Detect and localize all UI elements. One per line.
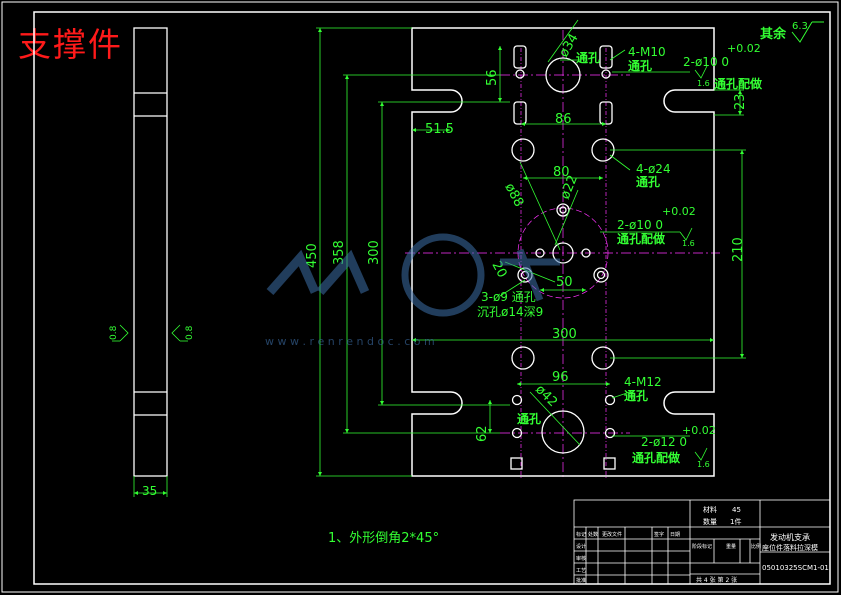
drawing-title: 支撑件 bbox=[18, 25, 123, 64]
tb-part-name-1: 发动机支承 bbox=[770, 532, 810, 542]
tb-part-name-2: 座位件落料拉深模 bbox=[762, 543, 818, 552]
dim-210: 210 bbox=[731, 237, 746, 262]
dim-phi42: ø42 bbox=[532, 382, 560, 410]
callout-m12-sub: 通孔 bbox=[624, 388, 648, 403]
callout-phi9: 3-ø9 通孔 bbox=[481, 290, 536, 304]
callout-phi10-top-sub: 通孔配做 bbox=[714, 76, 763, 91]
tb-col-label-2: 比例 bbox=[751, 543, 761, 550]
callout-phi10-top-ra: 1.6 bbox=[697, 79, 710, 88]
tb-row-label-3: 签字 bbox=[654, 531, 664, 538]
dim-50: 50 bbox=[556, 275, 573, 290]
tb-material-label: 材料 bbox=[703, 505, 717, 514]
callout-thru-left-top: 通孔 bbox=[576, 50, 600, 65]
tb-material-value: 45 bbox=[732, 506, 741, 514]
callout-phi10-top: 2-ø10 0 bbox=[683, 55, 729, 69]
dim-80: 80 bbox=[553, 165, 570, 180]
side-view bbox=[133, 27, 168, 477]
drawing-frame bbox=[33, 11, 831, 585]
roughness-left-icon bbox=[112, 324, 129, 342]
watermark-url: w w w . r e n r e n d o c . c o m bbox=[265, 335, 435, 348]
callout-phi12: 2-ø12 0 bbox=[641, 435, 687, 449]
dim-300-horizontal: 300 bbox=[552, 327, 577, 342]
watermark-logo-icon bbox=[266, 233, 560, 317]
side-view-dimension bbox=[133, 476, 168, 497]
tb-sign-label-0: 设计 bbox=[576, 543, 586, 550]
dim-23: 23 bbox=[733, 93, 748, 110]
tb-row-label-4: 日期 bbox=[670, 532, 680, 538]
dim-300-vertical: 300 bbox=[367, 240, 382, 265]
roughness-right-icon bbox=[171, 324, 188, 342]
tb-sheet: 共 4 张 第 2 张 bbox=[696, 576, 737, 584]
callout-phi12-tol: +0.02 bbox=[682, 424, 716, 437]
callout-phi9-sub: 沉孔ø14深9 bbox=[477, 305, 543, 319]
roughness-callout-icons bbox=[679, 65, 708, 461]
tb-sign-label-2: 工艺 bbox=[576, 568, 586, 574]
dim-56: 56 bbox=[485, 69, 500, 86]
tb-sign-label-1: 审核 bbox=[576, 555, 586, 562]
roughness-right-value: 0.8 bbox=[185, 325, 195, 340]
tb-qty-value: 1件 bbox=[730, 517, 741, 526]
callout-phi12-sub: 通孔配做 bbox=[632, 450, 681, 465]
callout-phi10-mid-tol: +0.02 bbox=[662, 205, 696, 218]
roughness-left-value: 0.8 bbox=[109, 325, 119, 340]
callout-phi24-sub: 通孔 bbox=[636, 174, 660, 189]
dim-450: 450 bbox=[305, 243, 320, 268]
roughness-general-icon bbox=[791, 21, 824, 43]
tb-row-label-2: 更改文件 bbox=[602, 531, 622, 538]
dim-35: 35 bbox=[142, 484, 157, 498]
callout-phi12-ra: 1.6 bbox=[697, 460, 710, 469]
tb-col-label-0: 阶段标记 bbox=[692, 543, 712, 550]
tb-row-label-1: 处数 bbox=[588, 531, 598, 538]
dim-51-5: 51.5 bbox=[425, 122, 454, 137]
callout-phi10-mid: 2-ø10 0 bbox=[617, 218, 663, 232]
dim-phi88: ø88 bbox=[501, 181, 526, 210]
tb-qty-label: 数量 bbox=[703, 517, 717, 526]
tb-drawing-no: 05010325SCM1-01 bbox=[762, 564, 829, 572]
tb-row-label-0: 标记 bbox=[576, 531, 586, 538]
callout-m10-sub: 通孔 bbox=[628, 58, 652, 73]
dim-86: 86 bbox=[555, 112, 572, 127]
plate-outline bbox=[411, 27, 715, 477]
callout-m12: 4-M12 bbox=[624, 375, 662, 389]
dim-62: 62 bbox=[475, 425, 490, 442]
callout-thru-left-bottom: 通孔 bbox=[517, 411, 541, 426]
dim-358: 358 bbox=[332, 240, 347, 265]
tb-col-label-1: 重量 bbox=[726, 543, 736, 550]
dimension-lines bbox=[316, 19, 746, 477]
holes bbox=[510, 45, 616, 470]
roughness-general-prefix: 其余 bbox=[760, 26, 787, 42]
callout-phi24: 4-ø24 bbox=[636, 162, 671, 176]
callout-m10: 4-M10 bbox=[628, 45, 666, 59]
roughness-general-value: 6.3 bbox=[792, 21, 808, 32]
callout-phi10-mid-sub: 通孔配做 bbox=[617, 231, 666, 246]
callout-phi10-mid-ra: 1.6 bbox=[682, 239, 695, 248]
centerlines bbox=[405, 30, 720, 480]
tb-sign-label-3: 批准 bbox=[576, 577, 586, 584]
technical-note: 1、外形倒角2*45° bbox=[328, 531, 440, 546]
dim-96: 96 bbox=[552, 370, 569, 385]
title-block bbox=[573, 499, 831, 585]
callout-phi10-top-tol: +0.02 bbox=[727, 42, 761, 55]
